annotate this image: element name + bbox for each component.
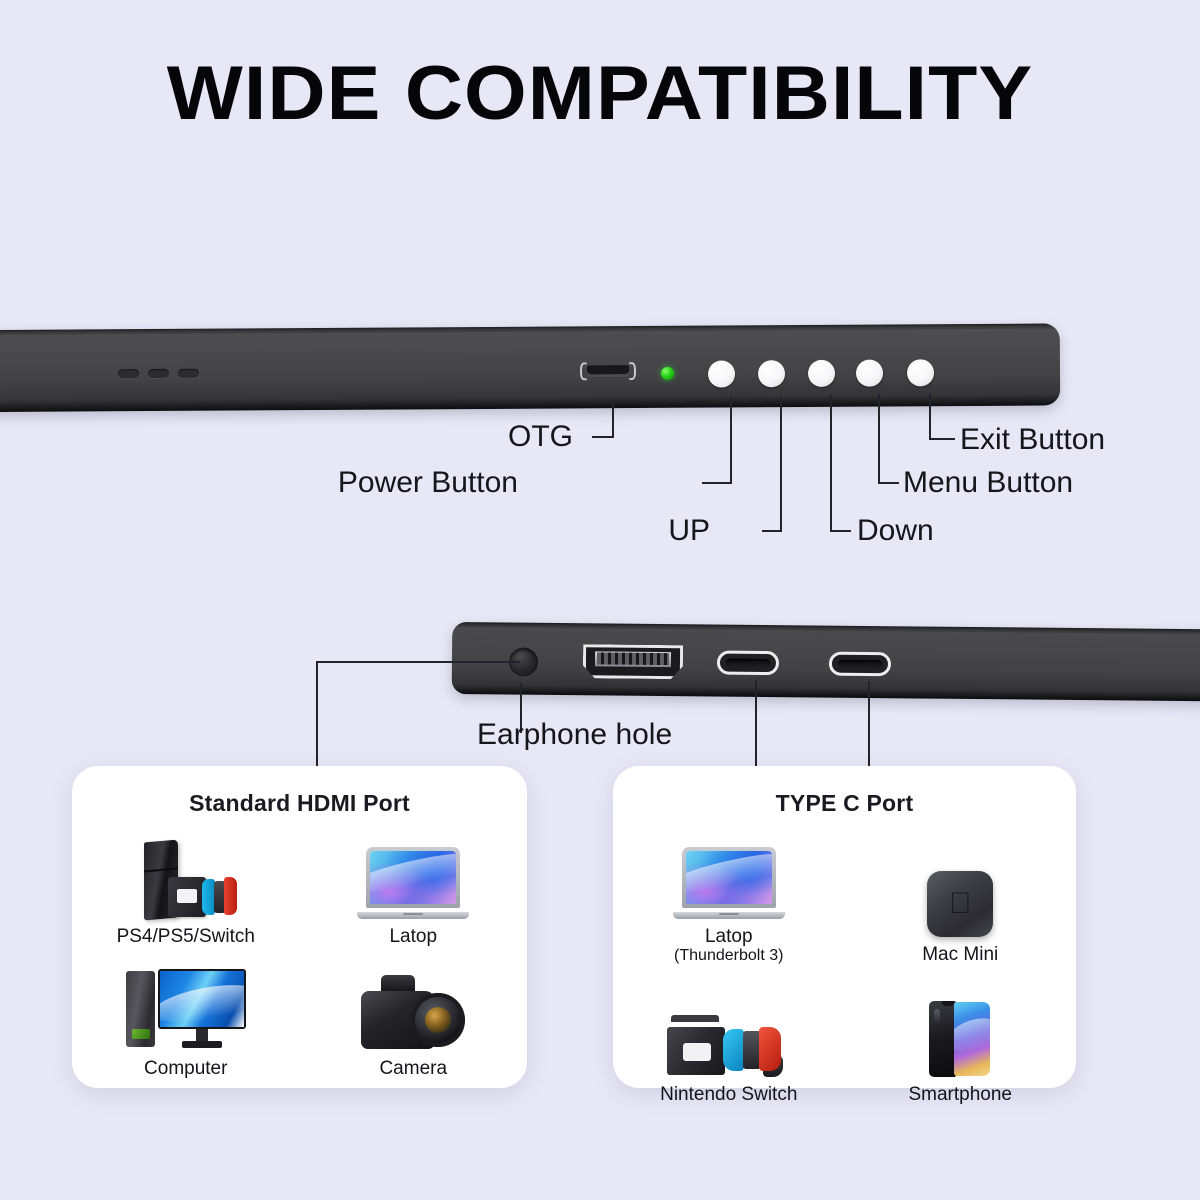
usb-c-port-1[interactable] (716, 650, 780, 676)
bottom-edge-gloss (452, 627, 1200, 649)
device-smartphone: Smartphone (845, 991, 1077, 1105)
desktop-computer-icon (125, 965, 246, 1051)
card-type-c-port: TYPE C Port Latop (Thunderbolt 3)  Mac … (613, 766, 1076, 1105)
device-label: Camera (379, 1058, 448, 1080)
device-label: Smartphone (908, 1084, 1012, 1106)
smartphone-icon (929, 991, 991, 1078)
device-laptop: Latop (300, 833, 528, 947)
callout-label-power-button: Power Button (337, 466, 518, 499)
device-computer: Computer (72, 965, 300, 1079)
card-typec-device-grid: Latop (Thunderbolt 3)  Mac Mini (613, 833, 1076, 1105)
menu-button[interactable] (855, 359, 884, 387)
power-button[interactable] (707, 360, 736, 388)
laptop-icon (357, 833, 470, 919)
device-label-group: Latop (Thunderbolt 3) (674, 926, 783, 965)
card-hdmi-device-grid: PS4/PS5/Switch Latop Comp (72, 833, 527, 1080)
otg-port-inner (586, 365, 630, 378)
monitor-top-edge (0, 323, 1061, 412)
top-edge-gloss (0, 328, 1060, 353)
card-typec-title: TYPE C Port (775, 790, 914, 816)
device-nintendo-switch: Nintendo Switch (613, 991, 845, 1105)
device-camera: Camera (300, 965, 528, 1079)
device-ps4-ps5-switch: PS4/PS5/Switch (72, 833, 300, 947)
speaker-vent-icon (147, 368, 170, 379)
apple-logo-icon:  (949, 888, 972, 919)
monitor-bottom-edge (451, 622, 1200, 702)
callout-label-down: Down (857, 514, 934, 547)
camera-icon (361, 965, 466, 1051)
power-led-indicator (660, 366, 675, 380)
device-label: Computer (144, 1058, 228, 1080)
device-label: Mac Mini (922, 943, 999, 965)
device-label: PS4/PS5/Switch (116, 926, 255, 947)
mac-mini-icon:  (927, 851, 994, 937)
otg-micro-usb-port[interactable] (580, 362, 636, 380)
up-button[interactable] (757, 360, 786, 388)
earphone-jack-port[interactable] (508, 647, 539, 677)
down-button[interactable] (807, 359, 836, 388)
device-sublabel: (Thunderbolt 3) (674, 947, 784, 965)
hdmi-port[interactable] (583, 644, 683, 679)
speaker-vent-icon (177, 368, 200, 378)
hdmi-port-pins (596, 652, 670, 666)
device-mac-mini:  Mac Mini (845, 833, 1077, 965)
card-hdmi-title: Standard HDMI Port (189, 790, 410, 816)
laptop-icon (672, 833, 785, 919)
page-title: WIDE COMPATIBILITY (166, 51, 1034, 136)
device-label: Nintendo Switch (660, 1084, 798, 1106)
callout-label-exit-button: Exit Button (960, 423, 1106, 456)
usb-c-port-1-inner (725, 658, 771, 668)
device-laptop-thunderbolt3: Latop (Thunderbolt 3) (613, 833, 845, 965)
card-standard-hdmi-port: Standard HDMI Port PS4/PS5/Switch (72, 766, 527, 1088)
speaker-vent-icon (117, 369, 140, 379)
callout-label-earphone-hole: Earphone hole (477, 718, 673, 751)
ps4-ps5-switch-icon (138, 833, 237, 921)
callout-label-otg: OTG (508, 420, 573, 453)
nintendo-switch-icon (666, 991, 791, 1078)
device-label: Latop (704, 926, 753, 947)
usb-c-port-2[interactable] (828, 651, 892, 677)
usb-c-port-2-inner (837, 659, 882, 669)
device-label: Latop (389, 926, 438, 947)
callout-label-menu-button: Menu Button (903, 466, 1074, 499)
exit-button[interactable] (906, 359, 935, 387)
callout-label-up: UP (668, 514, 710, 547)
